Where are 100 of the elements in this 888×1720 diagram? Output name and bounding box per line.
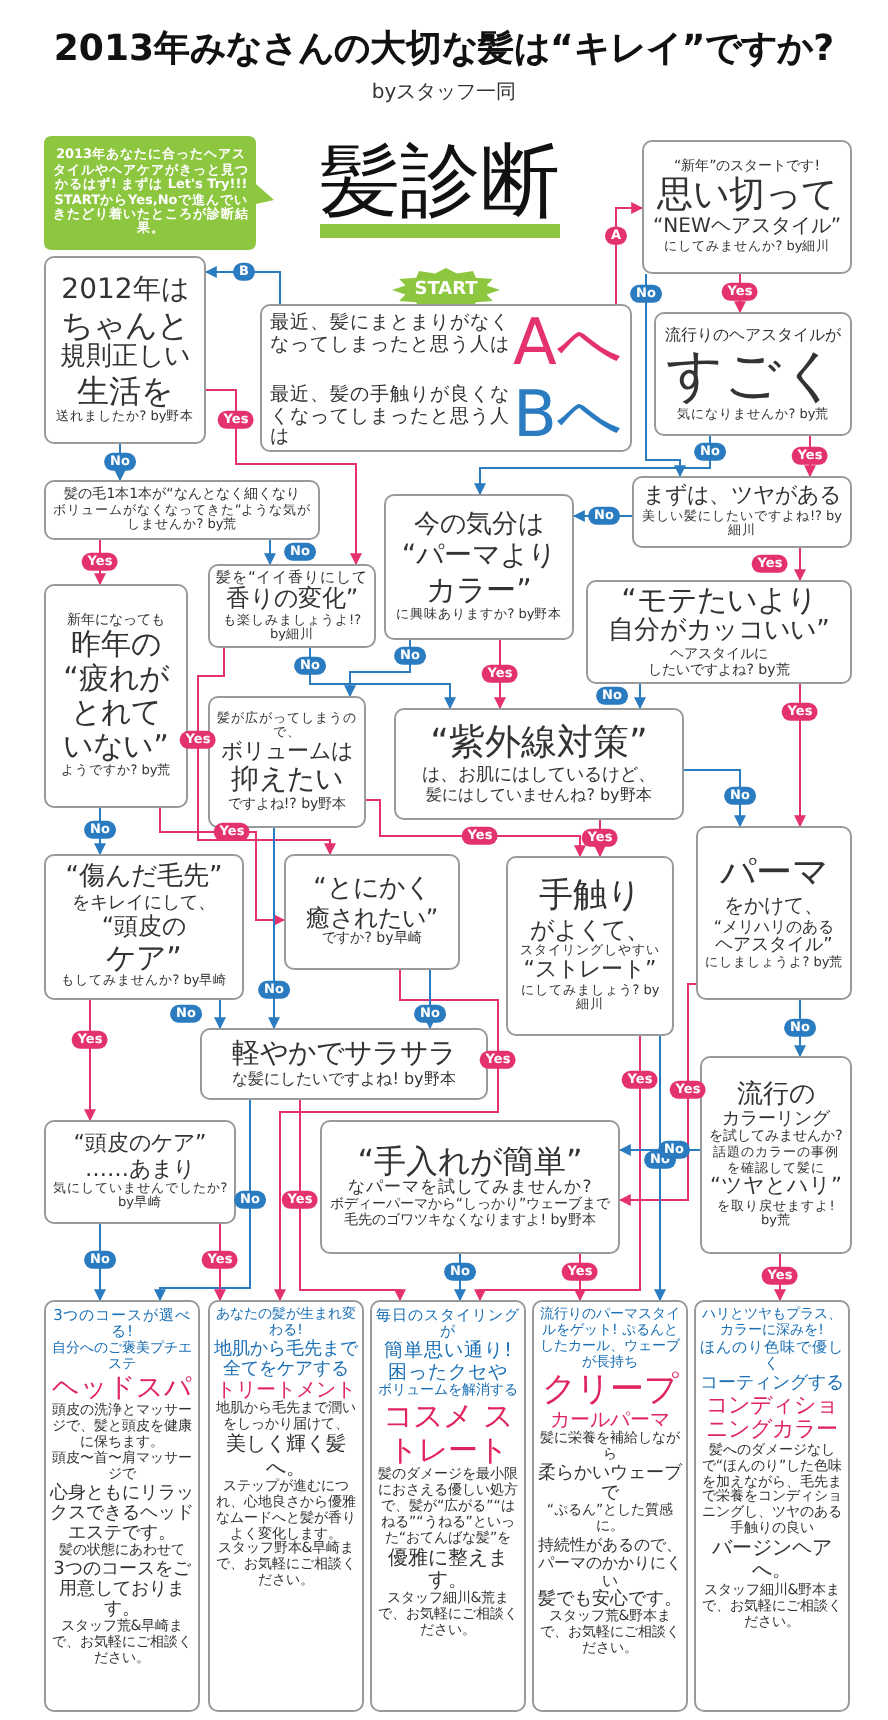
arrow — [618, 983, 697, 1206]
arrow — [205, 389, 362, 566]
diagnosis-heading: 髪診断 — [320, 140, 560, 238]
arrow — [683, 769, 746, 828]
box-text: “傷んだ毛先” — [65, 864, 223, 894]
question-box — [200, 1028, 488, 1100]
box-text: “とにかく — [313, 875, 431, 906]
box-text: カールパーマ — [550, 1409, 670, 1432]
box-text: 髪でも安心です。 — [538, 1590, 682, 1611]
box-text: カラー” — [426, 573, 532, 608]
box-text: をかけて、 — [724, 895, 824, 919]
box-text: とれて — [71, 696, 161, 731]
box-text: 柔らかいウェーブで — [538, 1463, 682, 1505]
question-box — [642, 140, 852, 274]
question-box — [696, 826, 852, 1000]
question-box — [506, 856, 674, 1036]
box-text: は、お肌にはしているけど、 — [422, 765, 656, 786]
box-text: いない” — [63, 730, 169, 765]
byline: byスタッフ一同 — [369, 80, 519, 106]
box-text: “頭皮の — [101, 914, 187, 942]
box-text: 美しく輝く髪へ。 — [224, 1434, 348, 1480]
box-text: 規則正しい — [60, 343, 190, 374]
question-box — [586, 580, 852, 684]
title: 2013年みなさんの大切な髪は“キレイ”ですか? — [51, 26, 837, 72]
box-text: カラーリング — [722, 1110, 830, 1131]
box-text: “ストレート” — [523, 958, 657, 984]
box-text: 地肌から毛先まで全てをケアする — [214, 1339, 358, 1381]
question-box — [632, 476, 852, 548]
arrow — [424, 969, 436, 1030]
box-text: 抑えたい — [231, 765, 343, 796]
result-box — [44, 1300, 200, 1712]
box-text: “パーマより — [401, 541, 557, 574]
box-text: 自分がカッコいい” — [608, 618, 830, 647]
arrow — [214, 999, 226, 1030]
box-text: “メリハリのある — [713, 918, 835, 937]
arrow — [634, 683, 646, 710]
arrow — [645, 273, 686, 478]
arrow — [309, 647, 456, 710]
box-text: 髪にはしていませんね? by野本 — [426, 785, 652, 804]
question-box — [208, 564, 376, 648]
start-box — [260, 304, 632, 452]
arrow — [94, 807, 106, 856]
question-box — [208, 696, 366, 828]
question-box — [44, 480, 320, 540]
start-label: START — [414, 279, 478, 301]
box-text: Bへ — [511, 378, 625, 451]
box-text: 持続性があるので、パーマのかかりにくい — [538, 1536, 682, 1591]
arrow — [94, 1223, 106, 1302]
box-text: トリートメント — [216, 1380, 356, 1403]
box-text: パーマ — [720, 854, 828, 896]
arrow — [654, 1035, 666, 1302]
box-text: 生活を — [77, 373, 173, 410]
box-text: 軽やかでサラサラ — [232, 1039, 456, 1071]
question-box — [654, 312, 852, 436]
result-box — [208, 1300, 364, 1712]
arrow — [114, 443, 126, 482]
arrow — [794, 547, 806, 582]
result-box — [532, 1300, 688, 1712]
question-box — [320, 1120, 620, 1254]
arrow — [365, 799, 586, 858]
box-text: ちゃんと — [61, 307, 189, 344]
box-text: “疲れが — [63, 662, 169, 697]
box-text: まずは、ツヤがある — [643, 484, 841, 509]
box-text: 2012年は — [61, 276, 189, 308]
box-text: がよくて、 — [530, 917, 650, 944]
box-text: 簡単思い通り! 困ったクセや — [384, 1341, 514, 1384]
box-text: 流行の — [737, 1081, 815, 1110]
box-text: コンディショニングカラー — [704, 1393, 840, 1443]
box-text: “紫外線対策” — [430, 724, 648, 766]
box-text: 最近、髪にまとまりがなくなってしまったと思う人は — [270, 314, 510, 357]
box-text: 3つのコースをご用意しております。 — [51, 1559, 193, 1621]
box-text: な髪にしたいですよね! by野本 — [232, 1070, 456, 1089]
box-text: ……あまり — [85, 1157, 195, 1182]
arrow — [84, 999, 96, 1122]
arrow — [794, 683, 806, 828]
arrow — [299, 1099, 406, 1302]
box-text: 心身ともにリラックスできるヘッドエステです。 — [50, 1483, 194, 1544]
box-text: ヘッドスパ — [52, 1373, 192, 1404]
box-text: “頭皮のケア” — [73, 1132, 207, 1158]
box-text: 手触り — [539, 878, 641, 918]
arrow — [454, 1253, 466, 1302]
arrow — [344, 639, 411, 698]
box-text: すごく — [666, 344, 840, 408]
arrow — [794, 999, 806, 1058]
question-box — [44, 584, 188, 808]
box-text: 思い切って — [657, 175, 837, 217]
box-text: バージンヘアへ。 — [710, 1538, 834, 1583]
speech-bubble — [44, 136, 274, 250]
box-text: “NEWヘアスタイル” — [652, 216, 842, 239]
box-text: 今の気分は — [414, 512, 544, 542]
arrow — [204, 266, 281, 305]
box-text: 癒されたい” — [305, 905, 439, 932]
question-box — [44, 1120, 236, 1224]
box-text: “手入れが簡単” — [357, 1143, 583, 1180]
box-text: コーティングする — [700, 1373, 844, 1394]
box-text: クリープ — [542, 1371, 678, 1410]
question-box — [394, 708, 684, 820]
box-text: Aへ — [511, 306, 625, 379]
arrow — [474, 1035, 641, 1302]
arrow — [197, 647, 336, 856]
